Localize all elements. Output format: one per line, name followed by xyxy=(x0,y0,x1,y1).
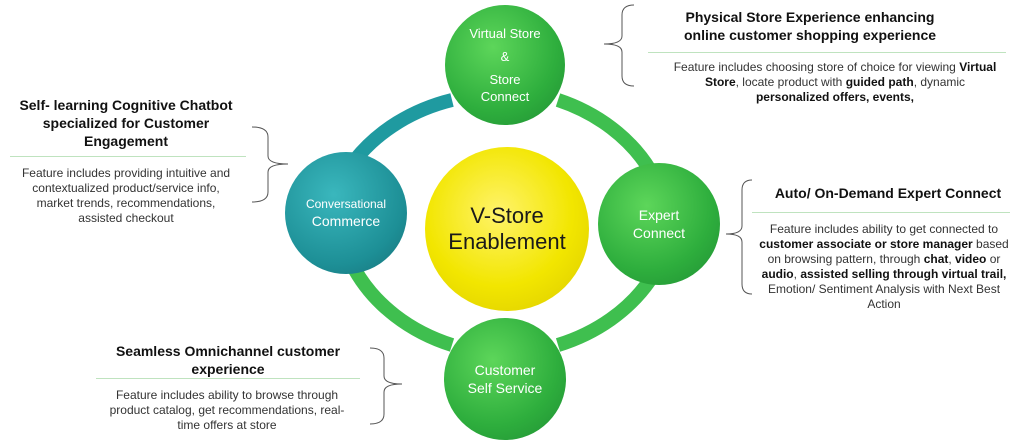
callout-left-d1: Feature includes providing intuitive and xyxy=(21,166,231,180)
callout-top-right-d2c: , dynamic xyxy=(913,75,966,89)
node-customer-self-service: Customer Self Service xyxy=(444,318,566,440)
callout-top-right-desc: Feature includes choosing store of choic… xyxy=(648,60,1022,105)
node-conversational-commerce: Conversational Commerce xyxy=(285,152,407,274)
node-virtual-store: Virtual Store & Store Connect xyxy=(445,5,565,125)
callout-right-d4c: , xyxy=(793,267,801,281)
callout-top-right-d2: , locate product with xyxy=(735,75,846,89)
callout-bottom-left-title-line2: experience xyxy=(191,361,265,377)
ring-arc-right-bottom xyxy=(555,275,656,352)
node-expert-line2: Connect xyxy=(632,225,686,241)
callout-bottom-left-d3: time offers at store xyxy=(177,418,277,432)
callout-left-d2: contextualized product/service info, xyxy=(32,181,220,195)
callout-bottom-left-rule xyxy=(96,378,360,379)
callout-top-right-d1b: Virtual xyxy=(959,60,997,74)
brace-bottom-left xyxy=(369,347,403,425)
callout-left-title-line2: specialized for Customer xyxy=(42,115,210,131)
callout-bottom-left-d2: product catalog, get recommendations, re… xyxy=(109,403,345,417)
brace-left xyxy=(251,126,289,203)
callout-left-rule xyxy=(10,156,246,157)
callout-left-desc: Feature includes providing intuitive and… xyxy=(4,166,248,226)
callout-top-right-d3b: personalized offers, events, xyxy=(755,90,915,104)
callout-left-d3: market trends, recommendations, xyxy=(36,196,216,210)
ring-arc-bottom-left xyxy=(348,266,455,352)
callout-right-d3b: chat xyxy=(923,252,949,266)
callout-bottom-left-d1: Feature includes ability to browse throu… xyxy=(115,388,339,402)
callout-left-title-line1: Self- learning Cognitive Chatbot xyxy=(19,97,233,113)
callout-top-right-d1: Feature includes choosing store of choic… xyxy=(673,60,960,74)
callout-right-d3d: or xyxy=(986,252,1001,266)
callout-left-d4: assisted checkout xyxy=(78,211,174,225)
node-conversational-line2: Commerce xyxy=(311,213,381,229)
node-virtual-store-line3: Connect xyxy=(480,89,530,104)
node-virtual-store-amp: & xyxy=(500,49,510,64)
node-v-store-enablement: V-Store Enablement xyxy=(425,147,589,311)
callout-right-d5: Emotion/ Sentiment Analysis with Next Be… xyxy=(767,282,1001,296)
callout-right-d2: based xyxy=(972,237,1009,251)
callout-top-right-d2b2: guided path xyxy=(845,75,914,89)
callout-top-right-title-line1: Physical Store Experience enhancing xyxy=(685,9,935,25)
ring-arc-top-right xyxy=(555,93,656,174)
node-virtual-store-line1: Virtual Store xyxy=(469,26,541,41)
callout-right-d3: on browsing pattern, through xyxy=(767,252,924,266)
callout-right-d3c: , xyxy=(948,252,956,266)
node-expert-connect: Expert Connect xyxy=(598,163,720,285)
ring-arc-left-top xyxy=(349,93,454,165)
node-expert-line1: Expert xyxy=(638,207,680,223)
node-customer-line2: Self Service xyxy=(467,380,543,396)
callout-left-title: Self- learning Cognitive Chatbot special… xyxy=(2,96,250,150)
center-line1: V-Store xyxy=(470,203,544,228)
callout-right-desc: Feature includes ability to get connecte… xyxy=(744,222,1024,312)
callout-right-d6: Action xyxy=(867,297,901,311)
callout-bottom-left-title: Seamless Omnichannel customer experience xyxy=(86,342,370,378)
callout-right-d4b: audio xyxy=(761,267,794,281)
callout-right-d1: Feature includes ability to get connecte… xyxy=(769,222,999,236)
callout-top-right-rule xyxy=(648,52,1006,53)
brace-right xyxy=(725,179,753,295)
callout-top-right-title-line2: online customer shopping experience xyxy=(683,27,937,43)
node-customer-line1: Customer xyxy=(474,362,536,378)
callout-bottom-left-title-line1: Seamless Omnichannel customer xyxy=(115,343,341,359)
brace-top-right xyxy=(603,4,635,87)
callout-right-title: Auto/ On-Demand Expert Connect xyxy=(752,184,1024,202)
node-virtual-store-line2: Store xyxy=(489,72,521,87)
callout-top-right-title: Physical Store Experience enhancing onli… xyxy=(640,8,980,44)
callout-right-d4b2: assisted selling through virtual trail, xyxy=(800,267,1007,281)
callout-left-title-line3: Engagement xyxy=(83,133,168,149)
center-line2: Enablement xyxy=(448,229,566,254)
callout-right-d3b2: video xyxy=(955,252,987,266)
callout-right-d2b: customer associate or store manager xyxy=(759,237,973,251)
callout-right-title-line: Auto/ On-Demand Expert Connect xyxy=(774,185,1002,201)
callout-top-right-d2b: Store xyxy=(704,75,736,89)
callout-bottom-left-desc: Feature includes ability to browse throu… xyxy=(82,388,372,433)
node-conversational-line1: Conversational xyxy=(305,197,387,211)
callout-right-rule xyxy=(752,212,1010,213)
